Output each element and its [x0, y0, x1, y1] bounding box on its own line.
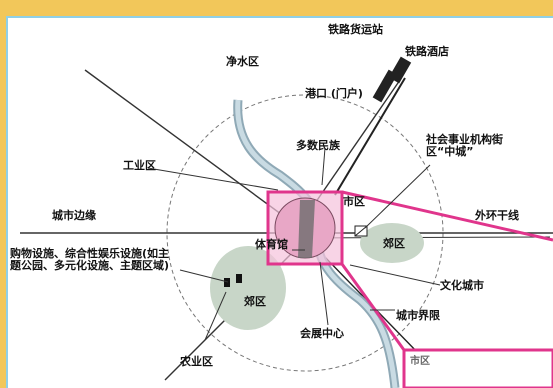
- zoom-line-bottom: [340, 263, 406, 351]
- label-leisure: 购物设施、综合性娱乐设施(如主题公园、多元化设施、主题区域): [10, 247, 170, 272]
- zoom-box: [402, 348, 553, 388]
- label-suburb-left: 郊区: [244, 295, 266, 308]
- leader-low-density: [321, 147, 326, 186]
- zoom-line-top: [341, 190, 553, 242]
- label-farm: 农业区: [180, 355, 213, 368]
- suburb-right-area: [360, 223, 424, 263]
- leader-social: [364, 164, 431, 229]
- label-zoom: 市区: [410, 356, 430, 367]
- label-social: 社会事业机构街区“中城”: [426, 133, 503, 158]
- railway-line: [334, 77, 406, 196]
- center-river-band: [298, 200, 315, 258]
- leader-culture: [349, 264, 441, 286]
- label-expo: 会展中心: [300, 327, 344, 340]
- marker-2: [236, 274, 242, 283]
- label-railway: 铁路货运站: [328, 23, 383, 36]
- label-suburb-right: 郊区: [383, 237, 405, 250]
- label-water: 净水区: [226, 55, 259, 68]
- label-stadium: 体育馆: [255, 238, 288, 251]
- port-building-2: [388, 56, 412, 84]
- label-station: 铁路酒店: [405, 45, 449, 58]
- label-industrial: 工业区: [123, 159, 156, 172]
- label-city-edge: 城市边缘: [52, 209, 96, 222]
- road-northwest: [84, 69, 301, 229]
- suburb-left-area: [210, 246, 286, 330]
- leader-leisure: [179, 269, 229, 283]
- label-low-density: 多数民族: [296, 139, 340, 152]
- marker-1: [224, 278, 230, 287]
- label-municipal: 市区: [343, 195, 365, 208]
- label-outer-highway: 外环干线: [475, 209, 519, 222]
- label-culture-city: 文化城市: [440, 279, 484, 292]
- label-port: 港口 (门户): [305, 87, 363, 100]
- highlight-box: [266, 190, 344, 266]
- leader-industrial: [147, 167, 279, 191]
- leader-expo: [319, 261, 329, 326]
- label-boundary: 城市界限: [396, 309, 440, 322]
- leader-farm: [204, 291, 227, 341]
